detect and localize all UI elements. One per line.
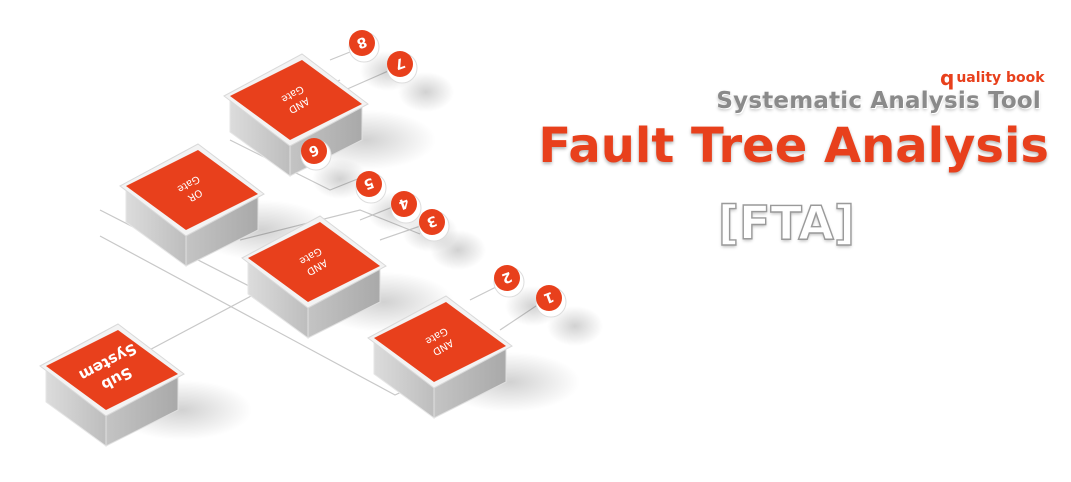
event-marker-2: 2: [493, 265, 525, 298]
brand-name: uality book: [956, 70, 1045, 86]
event-circle: [387, 51, 413, 77]
event-circle: [391, 191, 417, 217]
block-top: [46, 330, 178, 410]
event-marker-6: 6: [300, 138, 332, 171]
block-top: [374, 302, 506, 382]
event-circle: [536, 285, 562, 311]
event-circle: [349, 30, 375, 56]
event-circle: [494, 265, 520, 291]
page-subtitle: Systematic Analysis Tool: [716, 88, 1041, 114]
event-marker-1: 1: [535, 285, 567, 318]
event-shadow: [547, 306, 603, 346]
event-marker-3: 3: [418, 209, 450, 242]
block-top: [126, 150, 258, 230]
event-marker-4: 4: [390, 191, 422, 224]
brand-logo: q uality book: [940, 68, 1045, 88]
block-top: [248, 222, 380, 302]
event-circle: [356, 171, 382, 197]
event-marker-7: 7: [386, 51, 418, 84]
title-abbreviation: [FTA]: [717, 195, 855, 250]
event-shadow: [398, 72, 454, 112]
event-marker-5: 5: [355, 171, 387, 204]
event-circle: [419, 209, 445, 235]
page-title: Fault Tree Analysis: [538, 118, 1049, 174]
brand-logo-letter: q: [940, 66, 955, 90]
block-top: [230, 60, 362, 140]
event-shadow: [312, 159, 368, 199]
event-marker-8: 8: [348, 30, 380, 63]
event-circle: [301, 138, 327, 164]
